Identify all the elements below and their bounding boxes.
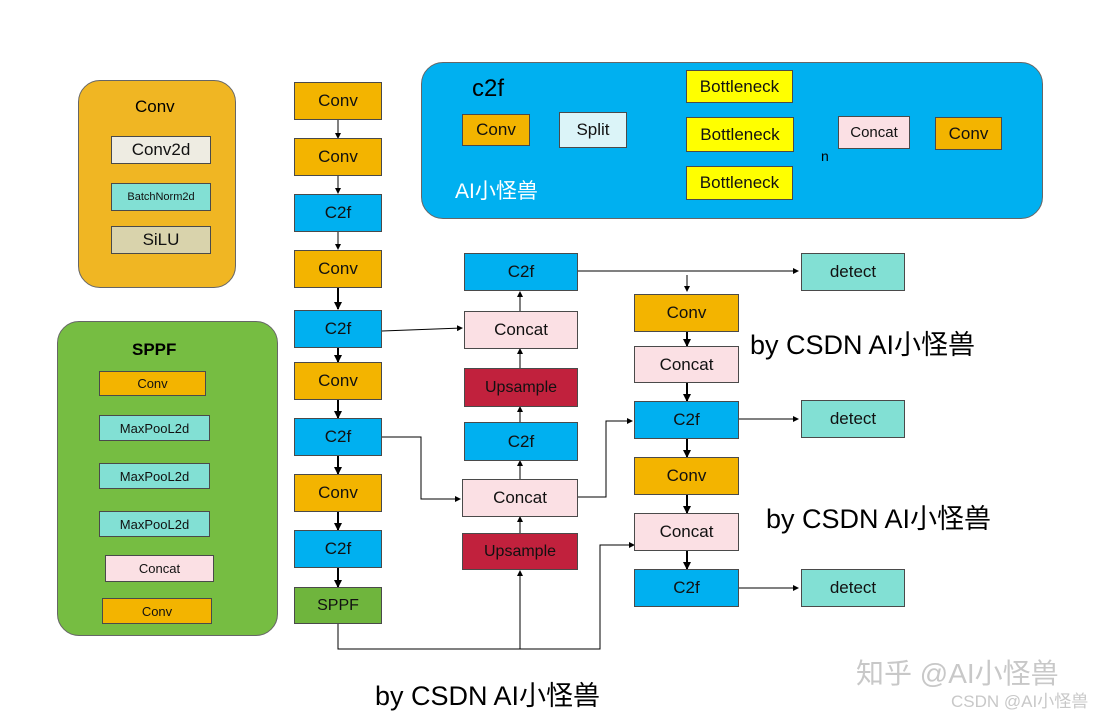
- conv2d-box: Conv2d: [111, 136, 211, 164]
- watermark-1: by CSDN AI小怪兽: [750, 330, 976, 360]
- sppf-conv-in-box: Conv: [99, 371, 206, 396]
- backbone-c2f-1: C2f: [294, 194, 382, 232]
- neck-upsample-bottom: Upsample: [462, 533, 578, 570]
- c2f-legend-title: c2f: [472, 75, 505, 102]
- watermark-2: by CSDN AI小怪兽: [766, 504, 992, 534]
- head-concat-bottom: Concat: [634, 513, 739, 551]
- sppf-conv-out-box: Conv: [102, 598, 212, 624]
- watermark-3: by CSDN AI小怪兽: [375, 681, 601, 711]
- maxpool-3-box: MaxPooL2d: [99, 511, 210, 537]
- watermark-zhihu: 知乎 @AI小怪兽: [856, 658, 1059, 689]
- backbone-conv-2: Conv: [294, 138, 382, 176]
- maxpool-1-box: MaxPooL2d: [99, 415, 210, 441]
- n-label: n: [821, 148, 829, 164]
- backbone-sppf: SPPF: [294, 587, 382, 624]
- backbone-conv-4: Conv: [294, 362, 382, 400]
- c2f-legend-subtitle: AI小怪兽: [455, 180, 538, 203]
- split-box: Split: [559, 112, 627, 148]
- backbone-conv-3: Conv: [294, 250, 382, 288]
- neck-concat-top: Concat: [464, 311, 578, 349]
- backbone-conv-1: Conv: [294, 82, 382, 120]
- neck-concat-mid: Concat: [462, 479, 578, 517]
- neck-c2f-mid: C2f: [464, 422, 578, 461]
- head-concat-top: Concat: [634, 346, 739, 383]
- bottleneck-2-box: Bottleneck: [686, 117, 794, 152]
- sppf-concat-box: Concat: [105, 555, 214, 582]
- head-conv-top: Conv: [634, 294, 739, 332]
- backbone-c2f-3: C2f: [294, 418, 382, 456]
- c2f-conv-out-box: Conv: [935, 117, 1002, 150]
- backbone-c2f-4: C2f: [294, 530, 382, 568]
- watermark-csdn: CSDN @AI小怪兽: [951, 692, 1089, 711]
- detect-1: detect: [801, 253, 905, 291]
- neck-upsample-top: Upsample: [464, 368, 578, 407]
- c2f-conv-in-box: Conv: [462, 114, 530, 146]
- detect-3: detect: [801, 569, 905, 607]
- sppf-legend-title: SPPF: [132, 340, 177, 359]
- silu-box: SiLU: [111, 226, 211, 254]
- neck-c2f-top: C2f: [464, 253, 578, 291]
- batchnorm2d-box: BatchNorm2d: [111, 183, 211, 211]
- bottleneck-3-box: Bottleneck: [686, 166, 793, 200]
- maxpool-2-box: MaxPooL2d: [99, 463, 210, 489]
- head-c2f-mid: C2f: [634, 401, 739, 439]
- conv-legend-title: Conv: [135, 97, 175, 116]
- detect-2: detect: [801, 400, 905, 438]
- backbone-conv-5: Conv: [294, 474, 382, 512]
- head-conv-bottom: Conv: [634, 457, 739, 495]
- c2f-concat-box: Concat: [838, 116, 910, 149]
- backbone-c2f-2: C2f: [294, 310, 382, 348]
- bottleneck-1-box: Bottleneck: [686, 70, 793, 103]
- head-c2f-bottom: C2f: [634, 569, 739, 607]
